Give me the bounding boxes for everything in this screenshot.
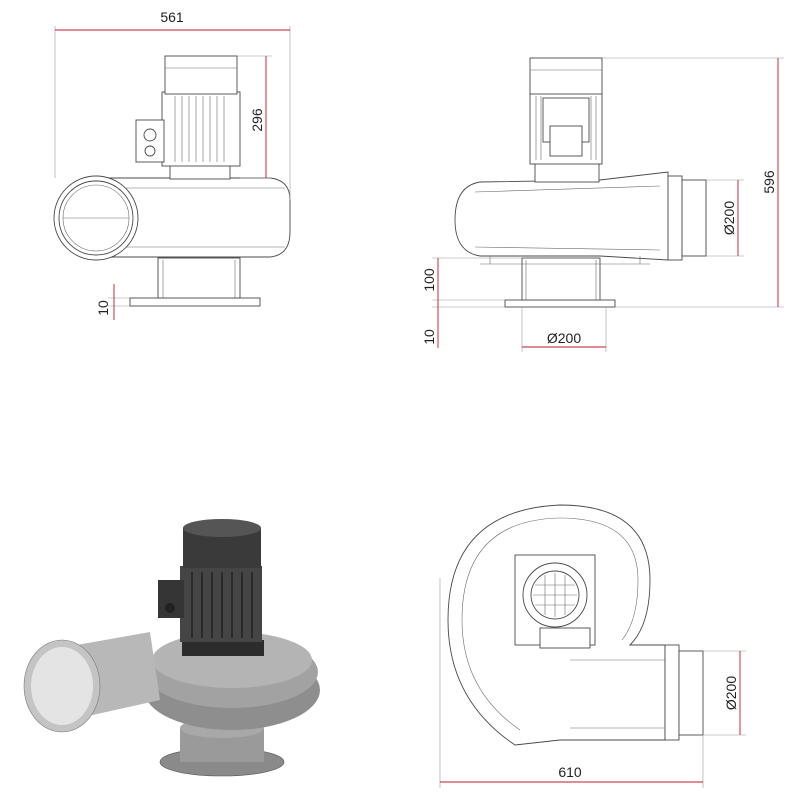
dim-front-motor-height: 296 (249, 108, 265, 132)
fan-3d-render (23, 519, 320, 777)
top-view: 610 Ø200 (439, 504, 746, 788)
dim-top-width: 610 (558, 764, 582, 780)
dim-side-base-height: 100 (421, 268, 437, 292)
motor-fins-side (535, 96, 597, 160)
dim-side-flange: 10 (421, 329, 437, 345)
dim-side-total-height: 596 (761, 170, 777, 194)
dim-top-outlet-dia: Ø200 (723, 676, 739, 710)
dim-side-outlet-dia: Ø200 (721, 201, 737, 235)
motor-fins-render (191, 572, 253, 638)
dim-front-flange: 10 (95, 300, 111, 316)
front-view: 561 296 10 (53, 9, 291, 320)
dim-side-inlet-dia: Ø200 (547, 330, 581, 346)
dim-front-width: 561 (160, 9, 184, 25)
motor-fins-front (174, 96, 225, 162)
motor-grille-top (533, 573, 577, 617)
side-view: 596 Ø200 100 10 Ø200 (421, 57, 784, 352)
